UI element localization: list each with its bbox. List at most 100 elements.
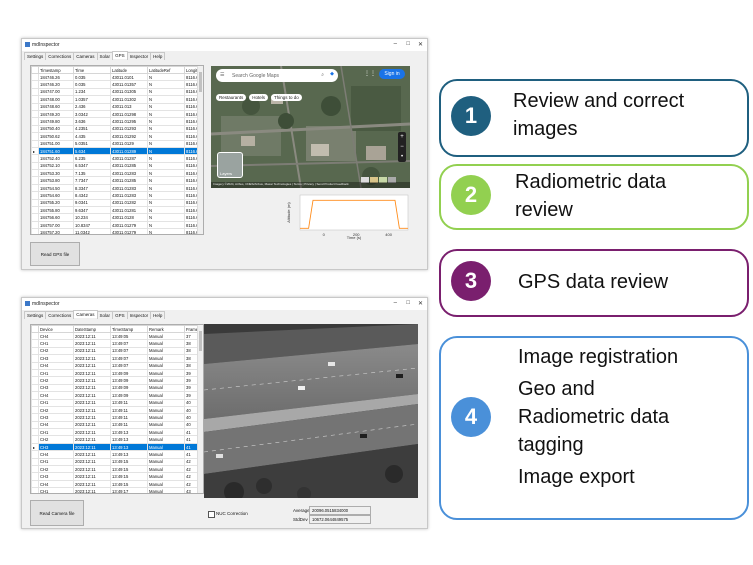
table-cell[interactable]: 13:49:15 (110, 479, 148, 489)
table-cell[interactable]: 10.8347 (73, 220, 111, 230)
table-cell[interactable]: N (147, 146, 185, 156)
table-cell[interactable]: CH4 (38, 391, 74, 400)
row-header-cell[interactable] (31, 220, 39, 230)
tab-help[interactable]: Help (150, 311, 166, 319)
row-header-cell[interactable] (31, 206, 39, 215)
table-cell[interactable]: 13:49:11 (110, 405, 148, 415)
table-cell[interactable]: 13:49:09 (110, 391, 148, 400)
table-cell[interactable]: 43011.01283 (110, 169, 148, 178)
table-cell[interactable]: 13:49:15 (110, 457, 148, 467)
map-chip[interactable]: Restaurants (216, 94, 247, 101)
map-layer-thumb[interactable] (379, 177, 387, 183)
table-cell[interactable]: 184746.20 (38, 80, 74, 89)
table-cell[interactable]: 184749.20 (38, 109, 74, 119)
row-header-cell[interactable] (31, 80, 39, 89)
table-cell[interactable]: Manual (147, 331, 185, 341)
table-cell[interactable]: 2023:12:11 (73, 391, 111, 400)
table-cell[interactable]: 13:49:09 (110, 383, 148, 393)
layers-button[interactable]: Layers (217, 152, 243, 178)
table-cell[interactable]: 13:49:09 (110, 368, 148, 378)
table-cell[interactable]: 43011.01293 (110, 124, 148, 134)
table-cell[interactable]: N (147, 161, 185, 171)
table-cell[interactable]: 8.4342 (73, 191, 111, 200)
table-cell[interactable]: 2023:12:11 (73, 368, 111, 378)
table-cell[interactable]: CH2 (38, 376, 74, 385)
table-cell[interactable]: N (147, 117, 185, 126)
table-cell[interactable]: 13:49:07 (110, 354, 148, 363)
table-cell[interactable]: 13:49:15 (110, 465, 148, 474)
table-cell[interactable]: 2023:12:11 (73, 442, 111, 452)
tab-inspector[interactable]: Inspector (126, 52, 152, 60)
scrollbar-thumb[interactable] (199, 72, 202, 92)
table-cell[interactable]: 2023:12:11 (73, 479, 111, 489)
table-cell[interactable]: 43011.0101 (110, 72, 148, 82)
table-cell[interactable]: Manual (147, 472, 185, 481)
table-cell[interactable]: 1.0357 (73, 95, 111, 104)
table-cell[interactable]: CH3 (38, 354, 74, 363)
table-cell[interactable]: N (147, 206, 185, 215)
row-header-cell[interactable] (31, 95, 39, 104)
row-header-cell[interactable] (31, 398, 39, 407)
table-cell[interactable]: Manual (147, 479, 185, 489)
table-cell[interactable]: 13:49:13 (110, 450, 148, 459)
row-header-cell[interactable] (31, 139, 39, 148)
table-cell[interactable]: Manual (147, 383, 185, 393)
table-cell[interactable]: 13:49:15 (110, 472, 148, 481)
map-layer-thumb[interactable] (361, 177, 369, 183)
table-cell[interactable]: 7.7347 (73, 176, 111, 185)
stddev-field[interactable]: 10672.0644849575 (309, 515, 371, 524)
table-cell[interactable]: 43011.0129 (110, 139, 148, 148)
row-header-cell[interactable] (31, 450, 39, 459)
table-cell[interactable]: 2023:12:11 (73, 435, 111, 444)
table-cell[interactable]: 43011.01295 (110, 117, 148, 126)
table-cell[interactable]: 184756.60 (38, 213, 74, 222)
row-header-cell[interactable] (31, 228, 39, 234)
row-header-cell[interactable] (31, 198, 39, 208)
table-cell[interactable]: 2023:12:11 (73, 450, 111, 459)
maximize-icon[interactable]: □ (406, 41, 410, 47)
row-header-cell[interactable]: ▸ (31, 442, 39, 452)
table-cell[interactable]: 13:49:13 (110, 442, 148, 452)
row-header-cell[interactable] (31, 161, 39, 171)
table-cell[interactable]: N (147, 213, 185, 222)
table-cell[interactable]: 2023:12:11 (73, 428, 111, 437)
table-cell[interactable]: Manual (147, 442, 185, 452)
table-cell[interactable]: CH1 (38, 339, 74, 348)
row-header-cell[interactable] (31, 361, 39, 370)
table-cell[interactable]: 13:49:11 (110, 413, 148, 422)
table-cell[interactable]: 0.035 (73, 80, 111, 89)
table-cell[interactable]: 13:49:07 (110, 346, 148, 356)
minimize-icon[interactable]: – (393, 300, 397, 306)
table-cell[interactable]: Manual (147, 361, 185, 370)
table-cell[interactable]: 2023:12:11 (73, 457, 111, 467)
row-header-cell[interactable] (31, 413, 39, 422)
table-cell[interactable]: 13:49:09 (110, 376, 148, 385)
table-cell[interactable]: Manual (147, 457, 185, 467)
table-cell[interactable]: 13:49:07 (110, 339, 148, 348)
row-header-cell[interactable] (31, 132, 39, 141)
table-cell[interactable]: 2023:12:11 (73, 354, 111, 363)
scrollbar-thumb[interactable] (199, 331, 202, 351)
table-cell[interactable]: N (147, 191, 185, 200)
sign-in-button[interactable]: Sign in (379, 69, 405, 79)
table-cell[interactable]: 2023:12:11 (73, 420, 111, 430)
table-cell[interactable]: 11.0342 (73, 228, 111, 234)
table-cell[interactable]: 43011.01285 (110, 176, 148, 185)
table-cell[interactable]: 43011.0128 (110, 213, 148, 222)
table-cell[interactable]: Manual (147, 428, 185, 437)
